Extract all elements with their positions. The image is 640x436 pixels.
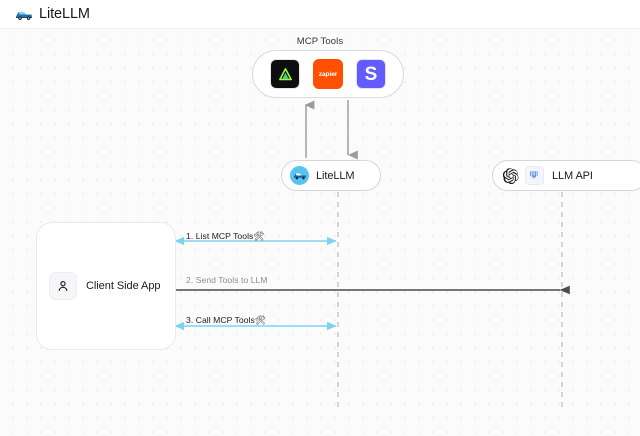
- edge-2-label: 2. Send Tools to LLM: [186, 275, 268, 285]
- node-litellm[interactable]: LiteLLM: [281, 160, 381, 191]
- node-client-side-app-label: Client Side App: [86, 280, 161, 292]
- openai-logo-icon: [501, 166, 520, 185]
- edge-1-text: 1. List MCP Tools: [186, 231, 254, 241]
- brand[interactable]: LiteLLM: [15, 6, 90, 22]
- litellm-avatar-icon: [290, 166, 309, 185]
- edge-1-label: 1. List MCP Tools🛠: [186, 231, 264, 242]
- node-llm-api[interactable]: LLM API: [492, 160, 640, 191]
- edge-3-label: 3. Call MCP Tools🛠: [186, 315, 266, 326]
- zapier-logo-icon: zapier: [318, 70, 338, 78]
- edge-2-text: 2. Send Tools to LLM: [186, 275, 268, 285]
- node-llm-api-label: LLM API: [552, 169, 593, 182]
- edge-3-text: 3. Call MCP Tools: [186, 315, 255, 325]
- edge-1-tools-icon: 🛠: [253, 231, 265, 241]
- node-client-side-app[interactable]: Client Side App: [36, 222, 176, 350]
- tool-stripe[interactable]: S: [356, 59, 386, 89]
- supabase-logo-icon: [278, 67, 292, 80]
- top-bar: LiteLLM: [0, 0, 640, 29]
- mcp-tools-group-label: MCP Tools: [296, 36, 344, 47]
- anthropic-logo-icon: [525, 166, 544, 185]
- tool-zapier[interactable]: zapier: [313, 59, 343, 89]
- edge-3-tools-icon: 🛠: [254, 315, 266, 325]
- person-icon: [49, 272, 77, 300]
- stripe-logo-icon: S: [364, 63, 378, 85]
- node-litellm-label: LiteLLM: [316, 169, 355, 182]
- litellm-truck-icon: [16, 11, 32, 20]
- brand-name: LiteLLM: [39, 6, 90, 22]
- tool-supabase[interactable]: [270, 59, 300, 89]
- mcp-tools-group[interactable]: zapier S: [252, 50, 404, 98]
